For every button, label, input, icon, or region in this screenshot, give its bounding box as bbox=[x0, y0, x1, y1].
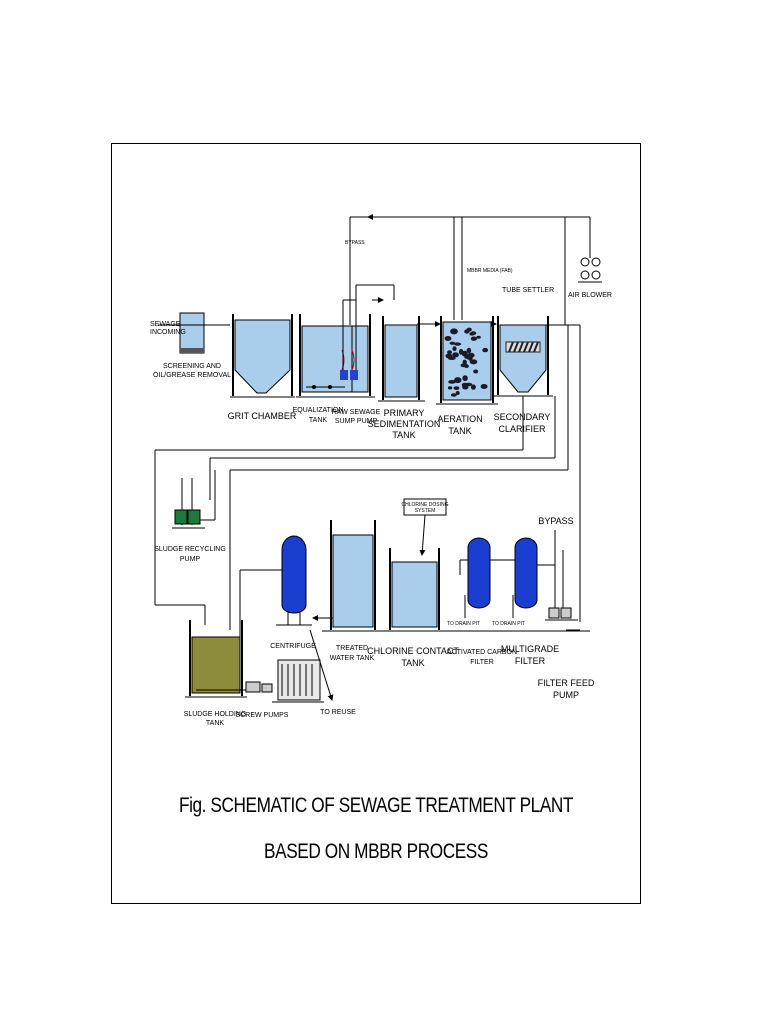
mbbr-media-label: MBBR MEDIA (FAB) bbox=[467, 268, 513, 274]
sump-riser-pipes bbox=[342, 284, 395, 370]
sludge-holding-tank bbox=[185, 620, 260, 698]
air-blower-label: AIR BLOWER bbox=[568, 292, 612, 299]
screw-pumps-label: SCREW PUMPS bbox=[236, 712, 289, 719]
bypass-right-label: BYPASS bbox=[538, 516, 573, 526]
filter-feed-pump bbox=[545, 530, 580, 631]
media-particle bbox=[476, 335, 481, 339]
grit-chamber-label: GRIT CHAMBER bbox=[228, 411, 297, 421]
media-particle bbox=[460, 363, 468, 368]
media-particle bbox=[465, 353, 471, 360]
centrifuge-label: CENTRIFUGE bbox=[270, 643, 316, 650]
sludge-recycling-pump bbox=[172, 478, 205, 529]
media-particle bbox=[462, 385, 469, 390]
tube-settler-label: TUBE SETTLER bbox=[502, 287, 554, 294]
screening-chamber bbox=[158, 312, 230, 354]
mbbr-media bbox=[444, 327, 489, 397]
media-particle bbox=[464, 329, 470, 334]
to-drain-2-label: TO DRAIN PIT bbox=[492, 621, 525, 627]
tube-settler bbox=[505, 341, 541, 353]
sludge-lines bbox=[154, 324, 581, 630]
to-reuse-label: TO REUSE bbox=[320, 709, 356, 716]
primary-sedimentation-tank bbox=[378, 316, 441, 402]
filter-press bbox=[272, 659, 324, 703]
diagram-frame bbox=[111, 143, 641, 904]
bypass-top-label: BYPASS bbox=[345, 240, 365, 246]
chlorine-contact-tank bbox=[389, 498, 447, 630]
caption-line-2: BASED ON MBBR PROCESS bbox=[264, 840, 488, 863]
media-particle bbox=[482, 347, 489, 353]
media-particle bbox=[470, 384, 476, 390]
media-particle bbox=[455, 391, 460, 395]
media-particle bbox=[461, 350, 468, 357]
media-particle bbox=[469, 332, 475, 336]
media-particle bbox=[448, 380, 456, 384]
media-particle bbox=[450, 393, 457, 397]
activated-carbon-filter bbox=[459, 537, 491, 618]
media-particle bbox=[451, 329, 456, 332]
media-particle bbox=[462, 375, 468, 382]
centrifuge-vessel bbox=[239, 535, 334, 701]
media-particle bbox=[454, 377, 462, 384]
media-particle bbox=[466, 347, 472, 354]
screw-pumps bbox=[245, 681, 273, 693]
aeration-tank bbox=[436, 316, 498, 405]
multigrade-filter bbox=[490, 537, 555, 618]
air-header-pipe bbox=[349, 214, 591, 325]
media-particle bbox=[470, 336, 477, 341]
media-particle bbox=[473, 369, 479, 374]
air-blower bbox=[578, 240, 602, 283]
media-particle bbox=[452, 352, 459, 358]
media-particle bbox=[445, 353, 453, 359]
caption-line-1: Fig. SCHEMATIC OF SEWAGE TREATMENT PLANT bbox=[178, 794, 574, 817]
equalization-tank bbox=[296, 314, 375, 398]
media-particle bbox=[464, 382, 473, 387]
grit-chamber bbox=[230, 314, 295, 398]
media-particle bbox=[480, 384, 488, 389]
media-particle bbox=[447, 386, 453, 390]
to-drain-1-label: TO DRAIN PIT bbox=[447, 621, 480, 627]
media-particle bbox=[452, 346, 457, 352]
media-particle bbox=[454, 342, 462, 346]
media-particle bbox=[453, 386, 460, 390]
media-particle bbox=[449, 341, 456, 345]
media-particle bbox=[447, 350, 453, 355]
media-particle bbox=[469, 359, 478, 365]
treated-water-tank bbox=[312, 520, 590, 632]
media-particle bbox=[444, 336, 452, 341]
secondary-clarifier bbox=[494, 316, 568, 397]
